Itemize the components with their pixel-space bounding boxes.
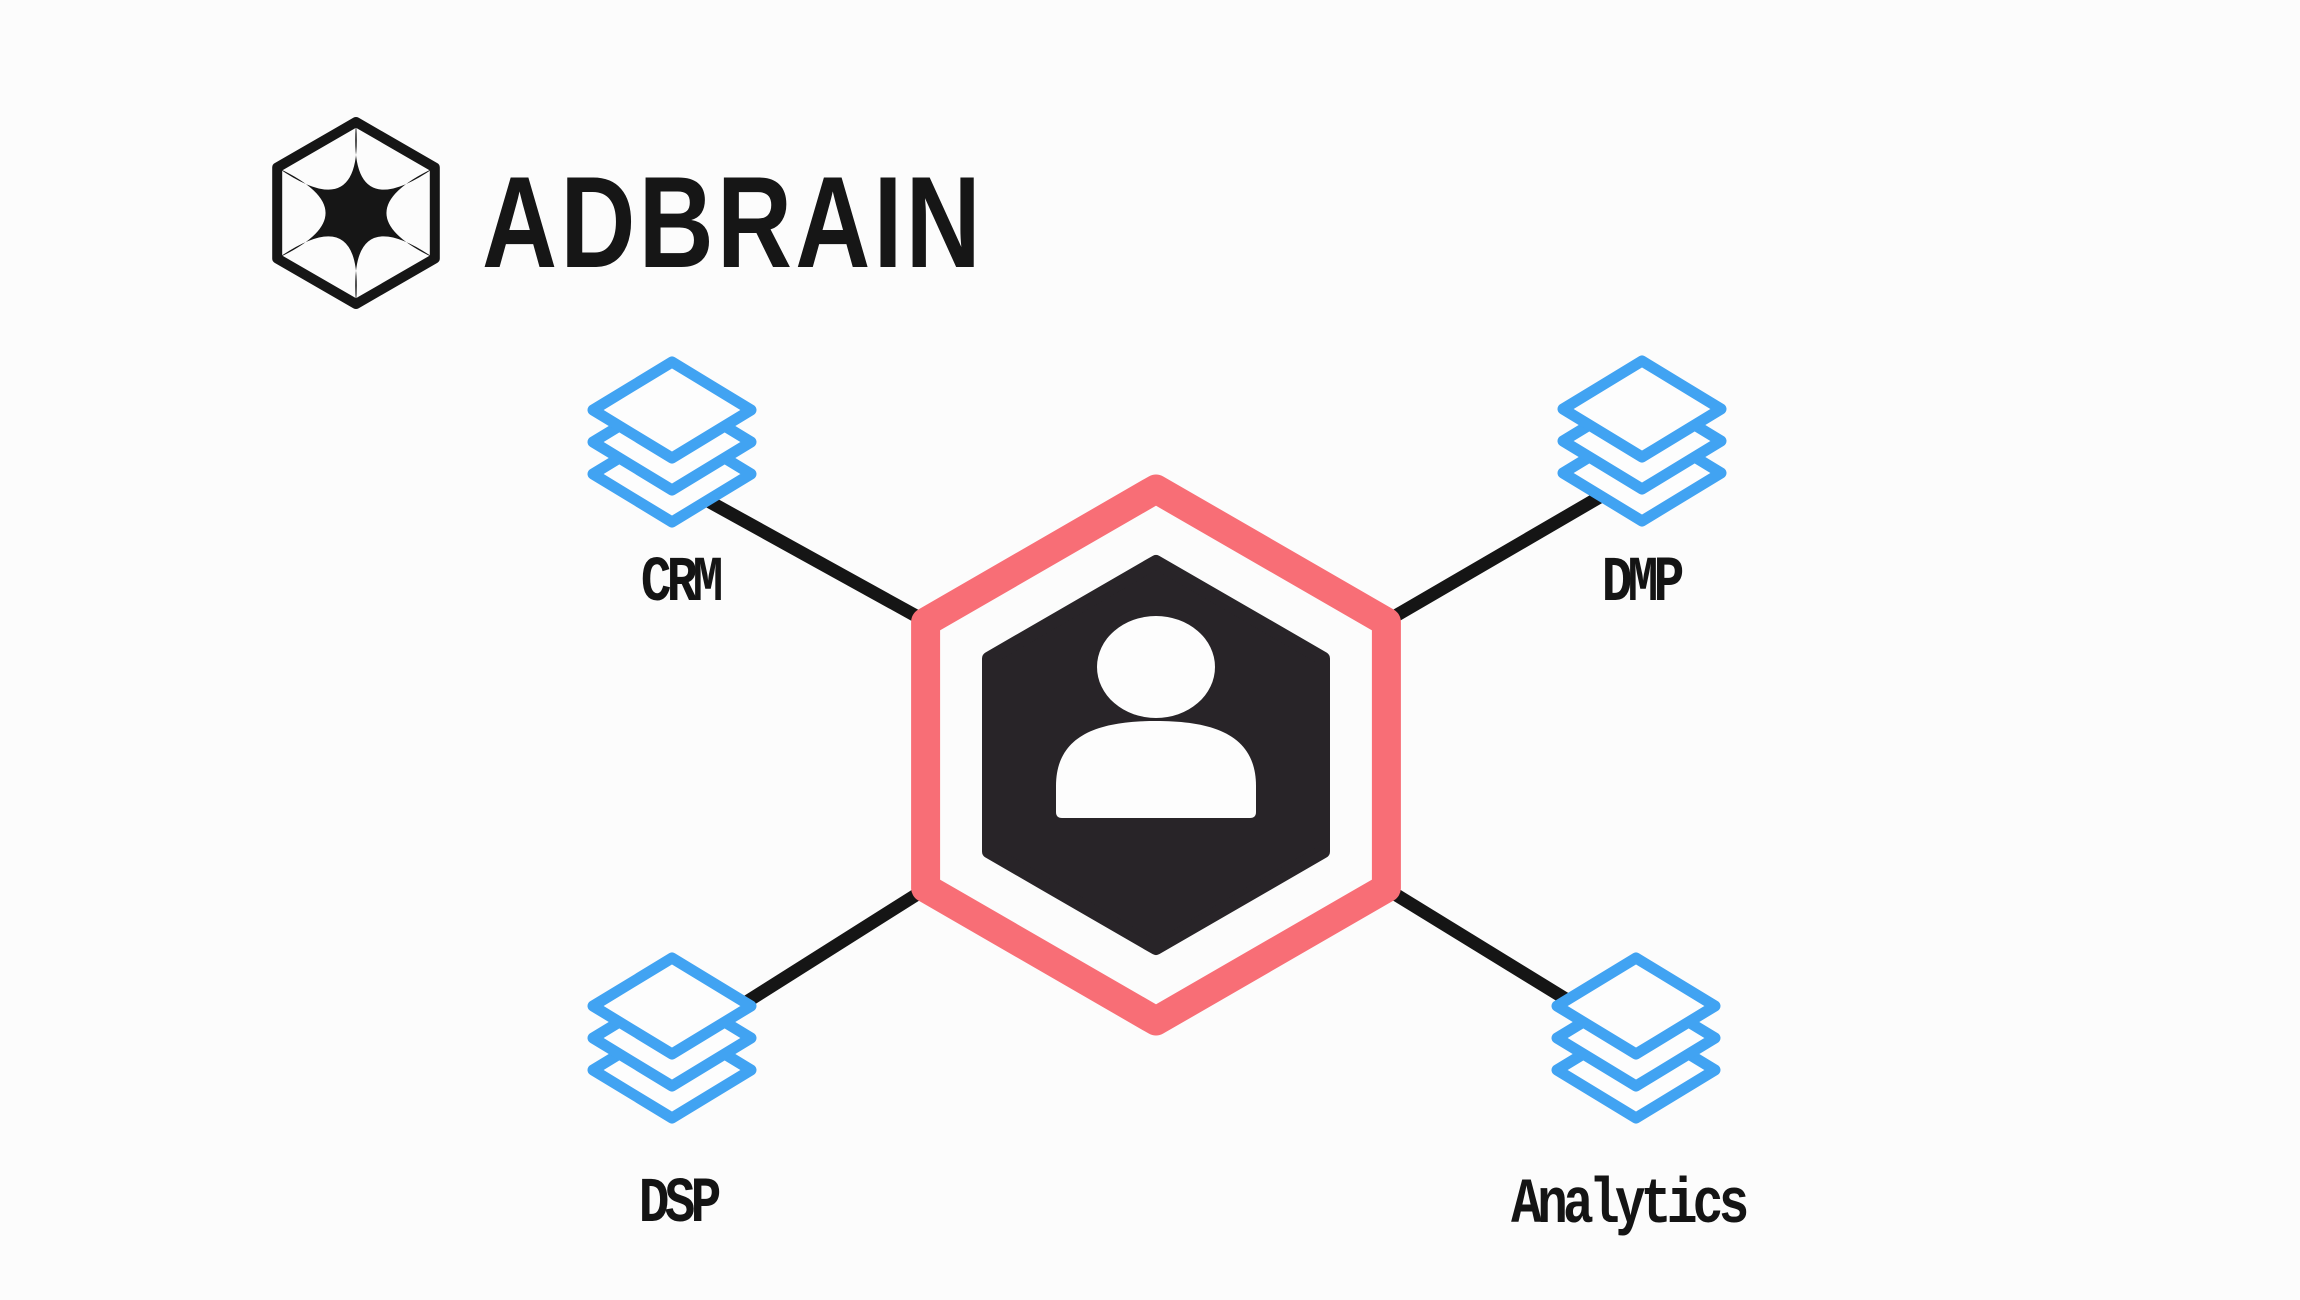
layers-icon — [587, 952, 757, 1124]
identity-hub — [911, 474, 1401, 1036]
hub-ring-hexagon — [911, 474, 1401, 1036]
dsp-node — [587, 952, 757, 1124]
node-label-analytics: Analytics — [1511, 1170, 1749, 1242]
user-icon — [1056, 616, 1256, 818]
brand-wordmark: ADBRAIN — [482, 149, 984, 295]
connector-dmp — [1381, 485, 1614, 628]
layers-icon — [1557, 355, 1727, 527]
node-label-dmp: DMP — [1602, 548, 1685, 620]
crm-node — [587, 356, 757, 528]
connector-crm — [686, 485, 931, 628]
layers-icon — [1551, 952, 1721, 1124]
analytics-node — [1551, 952, 1721, 1124]
adbrain-logo-icon — [254, 100, 458, 326]
layers-icon — [587, 356, 757, 528]
node-label-dsp: DSP — [639, 1169, 722, 1241]
node-label-crm: CRM — [641, 548, 724, 620]
hex-star-icon — [272, 117, 440, 309]
dmp-node — [1557, 355, 1727, 527]
